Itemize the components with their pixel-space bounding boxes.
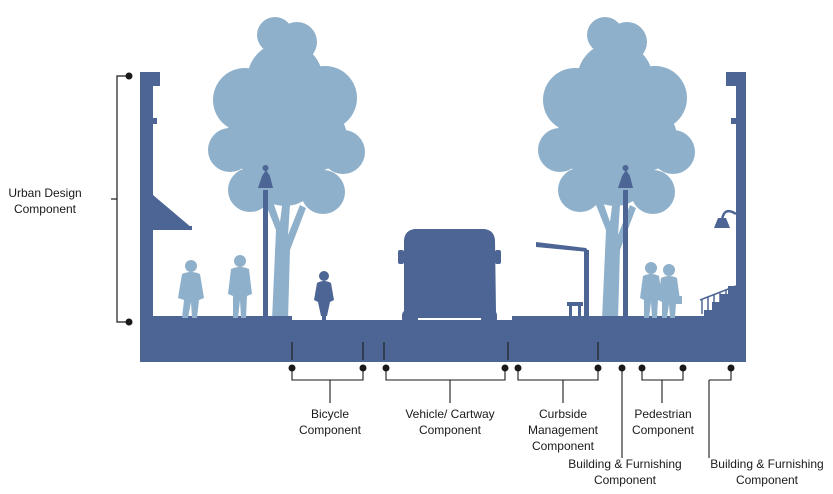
streetlight-icon-left [258,165,273,320]
building-right [726,72,746,322]
wall-lamp-icon [714,209,737,228]
bench-icon [567,302,583,318]
building-left [140,72,192,322]
tree-icon-right [538,17,695,320]
bus-icon [398,229,501,324]
tree-icon-left [208,17,365,320]
curbside-management-component-label: Curbside Management Component [527,407,599,453]
street-surface [140,316,746,362]
vehicle-cartway-component-label: Vehicle/ Cartway Component [405,407,495,437]
urban-design-label: Urban Design Component [8,186,82,216]
pedestrian-icon-left-2 [228,255,252,318]
bus-shelter-icon [536,242,589,320]
pedestrian-icon-right-1 [640,262,662,318]
callout-dots [288,364,735,372]
building-furnishing-component-label-left: Building & Furnishing Component [568,457,682,487]
urban-design-bracket [111,72,133,326]
stair-icon [699,285,737,318]
bicycle-component-label: Bicycle Component [298,407,362,437]
cyclist-icon [314,271,334,322]
pedestrian-icon-right-2 [658,264,682,318]
component-callouts [291,342,732,458]
building-furnishing-component-label-right: Building & Furnishing Component [710,457,824,487]
pedestrian-icon-left-1 [178,260,204,318]
pedestrian-component-label: Pedestrian Component [631,407,695,437]
streetlight-icon-right [618,165,633,320]
